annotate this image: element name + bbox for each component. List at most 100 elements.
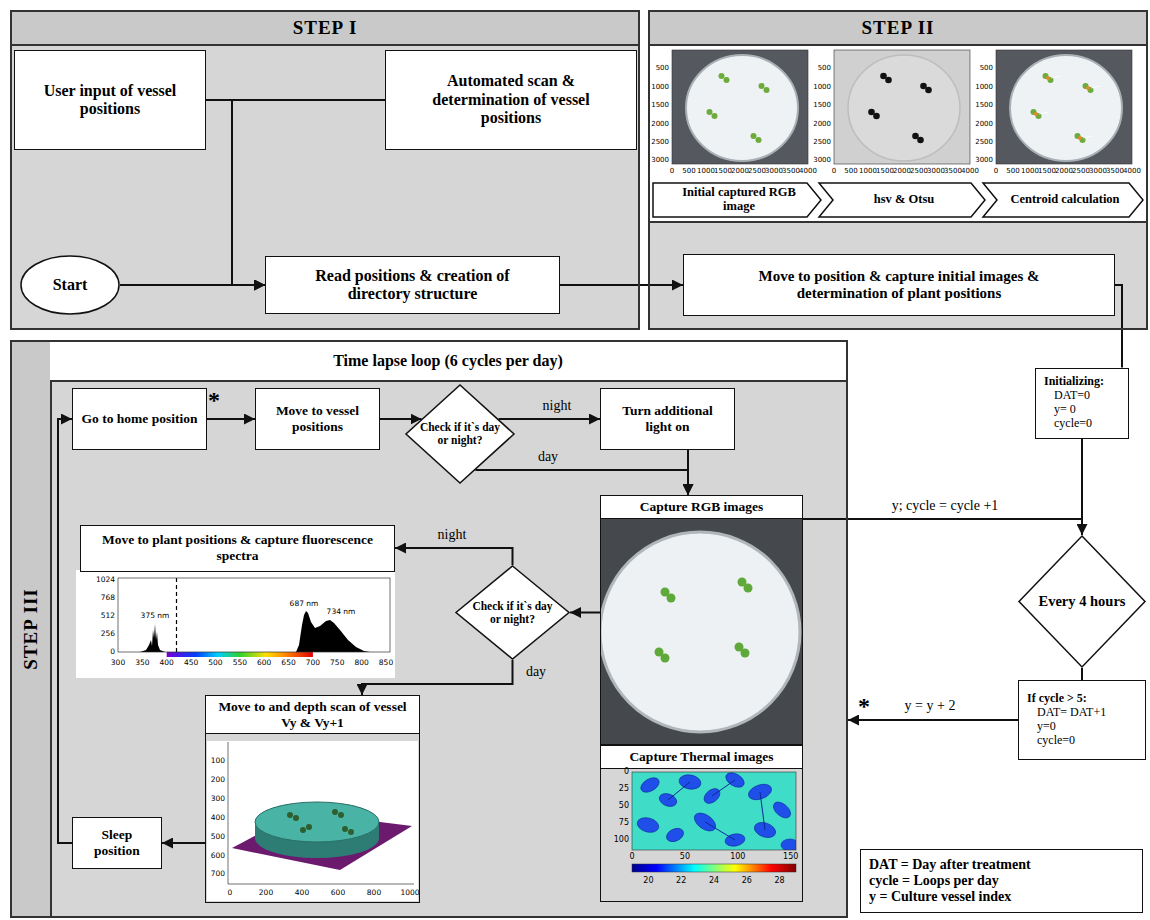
axis-tick: 800 (367, 889, 381, 897)
node-text: Check if it`s day or night? (419, 421, 500, 446)
node-text: Check if it`s day or night? (470, 600, 555, 625)
node-text: DAT=0 (1044, 389, 1090, 403)
otsu-mask-image-part (848, 55, 960, 161)
step-panel: STEP IUser input of vessel positionsAuto… (10, 10, 640, 330)
colorbar-tick: 24 (709, 877, 719, 885)
peak-label: 375 nm (141, 612, 170, 620)
thermal-heatmap (632, 770, 799, 872)
axis-tick: 2500 (975, 138, 993, 145)
depth-scan-render-part-part (332, 809, 338, 815)
otsu-mask-image (834, 50, 970, 164)
node-text: Move to plant positions & capture fluore… (89, 532, 386, 563)
asterisk-mark: * (208, 388, 220, 412)
initial-rgb-photo (672, 50, 808, 164)
flow-connector (162, 842, 205, 844)
node-text: Go to home position (82, 411, 198, 427)
axis-tick: 1500 (975, 102, 993, 109)
ellipse-outline (21, 256, 119, 314)
panel-ground-part (10, 340, 848, 918)
fluorescence-spectrum-part (76, 570, 395, 678)
axis-tick: 1000 (697, 168, 715, 175)
otsu-mask-image-part (834, 50, 970, 164)
thermal-heatmap-part-part-part (664, 826, 685, 844)
chevron-outline (819, 183, 985, 217)
chevron-step: hsv & Otsu (818, 182, 986, 218)
image-box: Move to and depth scan of vessel Vy & Vy… (205, 695, 420, 903)
axis-tick: 100 (730, 853, 745, 861)
chevron-outline (653, 183, 821, 217)
thermal-heatmap-part-part-part (638, 775, 661, 795)
start-ellipse: Start (20, 255, 120, 315)
node-text: Move to and depth scan of vessel Vy & Vy… (206, 696, 419, 734)
flow-connector (1081, 668, 1083, 680)
axis-tick: 100 (614, 836, 629, 844)
step-heading: STEP III (20, 588, 42, 669)
axis-tick: 650 (281, 659, 295, 667)
fluorescence-spectrum (76, 570, 395, 678)
axis-tick: 150 (783, 853, 798, 861)
diamond-outline (406, 385, 514, 483)
decision-diamond: Every 4 hours (1018, 535, 1146, 668)
axis-tick: 500 (980, 65, 993, 72)
note-box: DAT = Day after treatmentcycle = Loops p… (860, 849, 1143, 913)
colorbar-tick: 20 (643, 877, 653, 885)
rgb-capture-photo-part (601, 532, 800, 732)
depth-scan-render-part-part (293, 815, 299, 821)
fluorescence-spectrum-part (176, 578, 177, 652)
node-text: Read positions & creation of directory s… (286, 267, 539, 304)
centroid-photo-part-part (1091, 86, 1100, 88)
process-box: User input of vessel positions (14, 50, 206, 150)
node-text: Move to vessel positions (264, 403, 371, 434)
asterisk-mark: * (858, 694, 870, 718)
axis-tick: 0 (994, 168, 998, 175)
axis-tick: 500 (1006, 168, 1019, 175)
axis-tick: 300 (211, 795, 225, 803)
axis-tick: 3000 (765, 168, 783, 175)
initial-rgb-photo-part (707, 73, 770, 143)
axis-tick: 4000 (961, 168, 979, 175)
decision-diamond: Check if it`s day or night? (455, 565, 570, 660)
axis-tick: 2000 (975, 120, 993, 127)
axis-tick: 0 (110, 648, 115, 656)
otsu-mask-image-part (925, 87, 932, 94)
centroid-photo-part-part (1034, 112, 1038, 116)
axis-tick: 200 (259, 889, 273, 897)
node-text: Start (53, 276, 88, 294)
centroid-photo-part-part (1086, 86, 1090, 90)
depth-scan-render-part (207, 741, 418, 901)
flow-connector (499, 418, 601, 420)
depth-scan-render-part-part (287, 812, 293, 818)
process-box: Sleep position (72, 817, 162, 869)
axis-tick: 1500 (651, 102, 669, 109)
axis-tick: 3500 (944, 168, 962, 175)
axis-tick: 500 (208, 659, 222, 667)
depth-scan-render-part-part (338, 812, 344, 818)
edge-label: y; cycle = cycle +1 (890, 498, 1001, 513)
axis-tick: 3000 (927, 168, 945, 175)
thermal-heatmap-part-part-part (723, 772, 746, 790)
axis-tick: 4000 (799, 168, 817, 175)
flow-connector (687, 450, 689, 495)
axis-tick: 2500 (1072, 168, 1090, 175)
image-box: Capture Thermal images (600, 745, 803, 902)
fluorescence-spectrum-part (140, 611, 370, 652)
chevron-outline (983, 183, 1143, 217)
node-text: y = Culture vessel index (869, 889, 1011, 905)
peak-label: 734 nm (327, 608, 356, 616)
edge-label: day (524, 664, 548, 679)
axis-tick: 0 (624, 768, 629, 776)
node-text: Time lapse loop (6 cycles per day) (50, 342, 846, 382)
panel-ground-part (650, 44, 1146, 222)
node-text: cycle=0 (1044, 417, 1092, 431)
axis-tick: 1000 (859, 168, 877, 175)
node-text: Sleep position (79, 827, 155, 858)
flow-connector (560, 284, 683, 286)
edge-label: y = y + 2 (903, 698, 958, 713)
node-text: Centroid calculation (992, 193, 1133, 207)
node-text: Every 4 hours (1039, 594, 1126, 610)
axis-tick: 550 (233, 659, 247, 667)
chevron-step: Centroid calculation (982, 182, 1144, 218)
axis-tick: 4000 (1123, 168, 1141, 175)
axis-tick: 1500 (714, 168, 732, 175)
